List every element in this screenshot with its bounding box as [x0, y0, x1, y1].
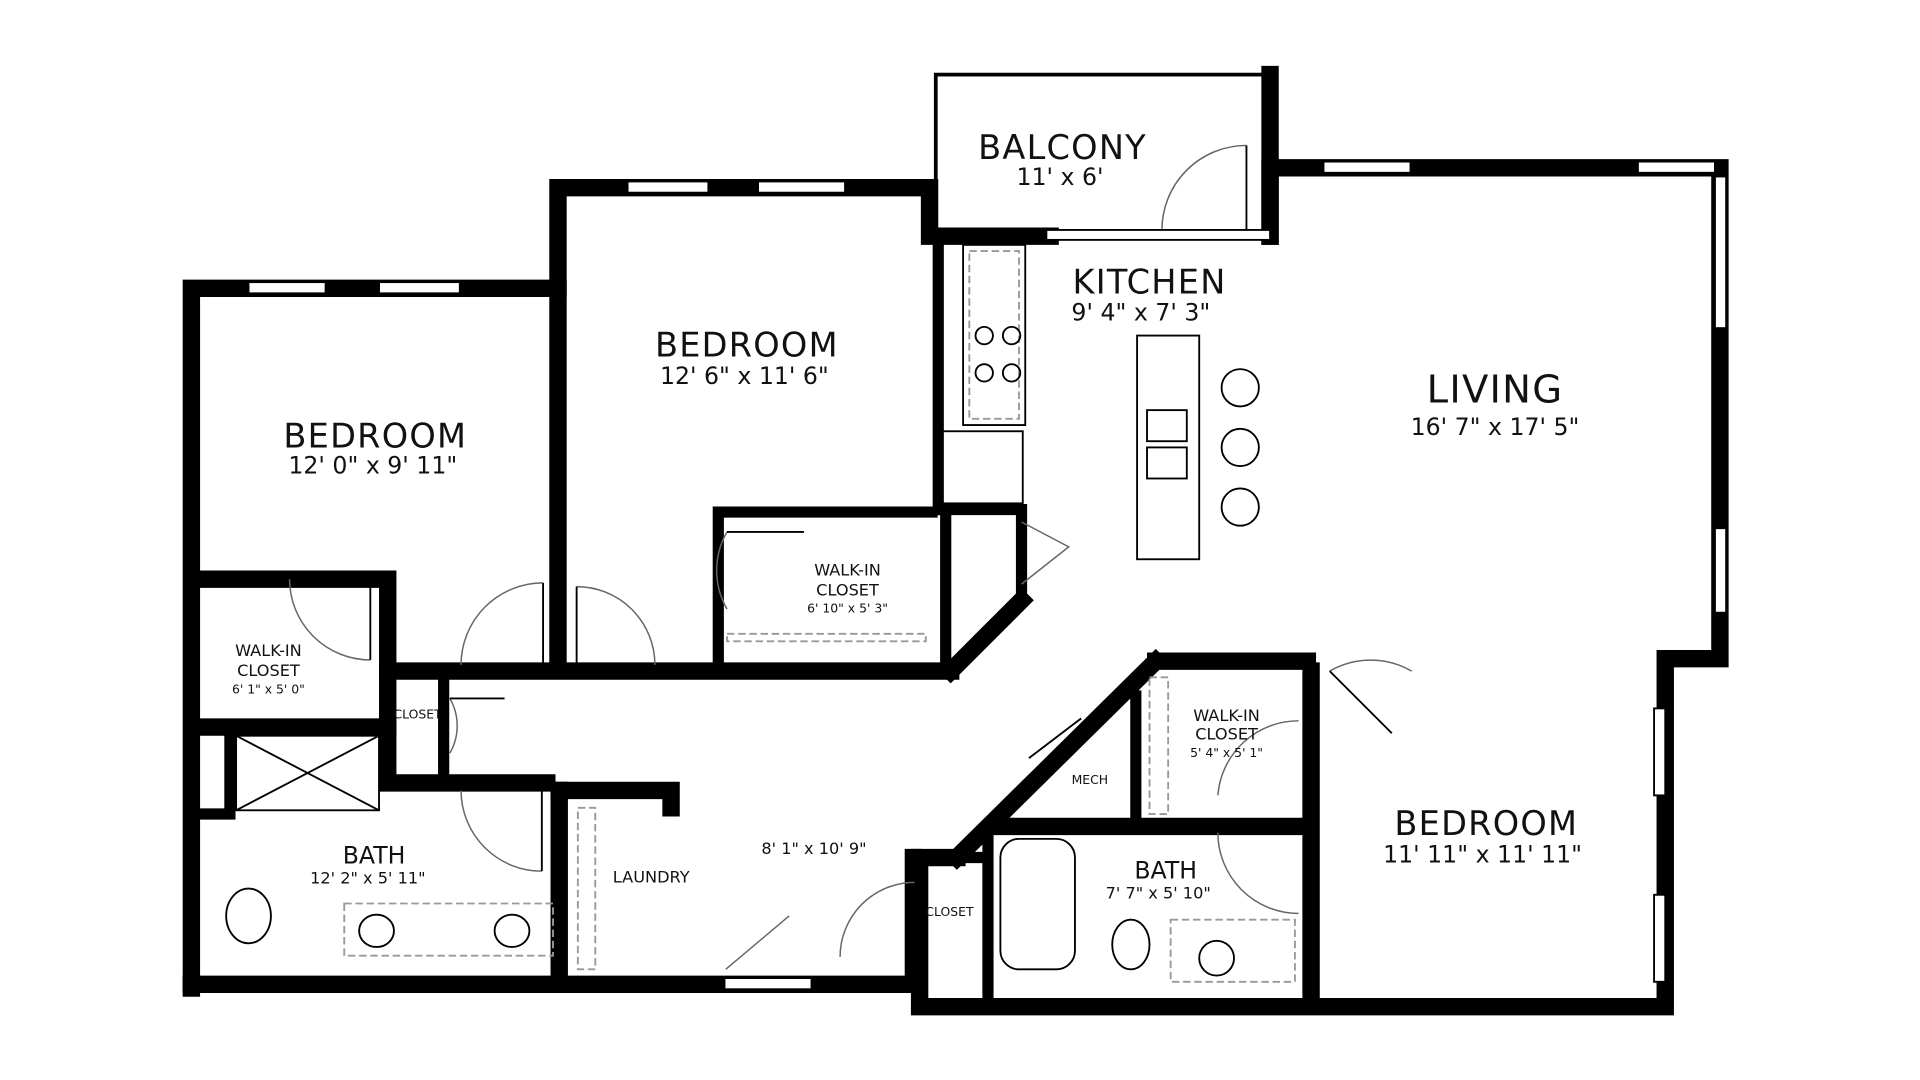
room-name: BATH — [1134, 857, 1197, 885]
room-living: LIVING 16' 7" x 17' 5" — [1411, 368, 1580, 441]
room-name: CLOSET — [237, 661, 300, 680]
room-name: WALK-IN — [814, 560, 881, 579]
room-size: 16' 7" x 17' 5" — [1411, 413, 1580, 441]
room-name: KITCHEN — [1072, 262, 1226, 301]
room-laundry: LAUNDRY — [613, 867, 690, 886]
room-size: 12' 0" x 9' 11" — [288, 452, 457, 480]
room-name: LIVING — [1427, 368, 1564, 413]
kitchen-fixtures — [726, 243, 1260, 643]
bath-fixtures — [225, 676, 1296, 983]
room-mech: MECH — [1072, 772, 1109, 787]
room-bath-right: BATH 7' 7" x 5' 10" — [1106, 857, 1211, 903]
room-name: CLOSET — [816, 580, 879, 599]
room-closet-right: CLOSET — [925, 904, 974, 919]
room-walkin-middle: WALK-IN CLOSET 6' 10" x 5' 3" — [807, 560, 888, 615]
room-name: BEDROOM — [283, 416, 467, 455]
room-name: BEDROOM — [1394, 804, 1578, 843]
room-size: 9' 4" x 7' 3" — [1071, 299, 1210, 327]
exterior-walls — [182, 159, 1729, 1016]
room-name: BALCONY — [978, 128, 1147, 167]
room-size: 6' 1" x 5' 0" — [232, 681, 305, 696]
room-size: 7' 7" x 5' 10" — [1106, 884, 1211, 903]
room-size: 12' 2" x 5' 11" — [310, 869, 425, 888]
room-size: 11' x 6' — [1017, 163, 1104, 191]
room-name: BEDROOM — [655, 326, 839, 365]
room-bedroom-left: BEDROOM 12' 0" x 9' 11" — [283, 416, 467, 480]
room-kitchen: KITCHEN 9' 4" x 7' 3" — [1071, 262, 1226, 327]
room-bath-left: BATH 12' 2" x 5' 11" — [310, 842, 425, 888]
room-closet-left: CLOSET — [393, 706, 442, 721]
room-size: 6' 10" x 5' 3" — [807, 601, 888, 616]
room-walkin-right: WALK-IN CLOSET 5' 4" x 5' 1" — [1190, 706, 1263, 760]
room-balcony: BALCONY 11' x 6' — [978, 128, 1147, 191]
room-hall-size: 8' 1" x 10' 9" — [761, 839, 866, 858]
interior-walls — [191, 503, 1320, 1010]
room-size: 5' 4" x 5' 1" — [1190, 745, 1263, 760]
room-walkin-left: WALK-IN CLOSET 6' 1" x 5' 0" — [232, 641, 305, 696]
room-size: 11' 11" x 11' 11" — [1383, 840, 1582, 868]
room-bedroom-middle: BEDROOM 12' 6" x 11' 6" — [655, 326, 839, 390]
room-name: WALK-IN — [1193, 706, 1260, 725]
room-name: CLOSET — [1195, 724, 1258, 743]
doors — [288, 521, 1413, 970]
room-bedroom-right: BEDROOM 11' 11" x 11' 11" — [1383, 804, 1582, 868]
room-size: 12' 6" x 11' 6" — [660, 362, 829, 390]
room-name: BATH — [343, 842, 406, 870]
room-name: WALK-IN — [235, 641, 302, 660]
